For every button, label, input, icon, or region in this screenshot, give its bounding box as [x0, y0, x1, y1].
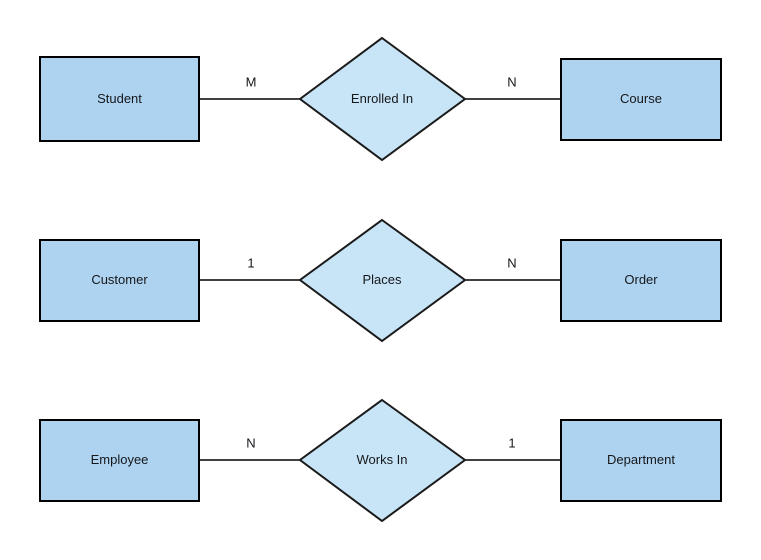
entity-label-order: Order: [624, 272, 658, 287]
entity-label-employee: Employee: [91, 452, 149, 467]
cardinality-label-course-side: N: [507, 74, 516, 89]
relationship-diamond-works-in[interactable]: [298, 398, 467, 523]
entity-box-employee[interactable]: [39, 419, 200, 502]
relationship-label-places: Places: [362, 272, 402, 287]
entity-label-customer: Customer: [91, 272, 148, 287]
relationship-group-enrolled-in: Student Enrolled In Course M N: [39, 36, 722, 162]
cardinality-label-student-side: M: [246, 74, 257, 89]
entity-box-order[interactable]: [560, 239, 722, 322]
relationship-diamond-enrolled-in[interactable]: [298, 36, 467, 162]
cardinality-label-customer-side: 1: [247, 255, 254, 270]
entity-label-department: Department: [607, 452, 675, 467]
entity-label-course: Course: [620, 91, 662, 106]
entity-box-customer[interactable]: [39, 239, 200, 322]
relationship-group-works-in: Employee Works In Department N 1: [39, 398, 722, 523]
relationship-diamond-places[interactable]: [298, 218, 467, 343]
cardinality-label-order-side: N: [507, 255, 516, 270]
cardinality-label-department-side: 1: [508, 435, 515, 450]
relationship-group-places: Customer Places Order 1 N: [39, 218, 722, 343]
relationship-label-works-in: Works In: [356, 452, 407, 467]
cardinality-label-employee-side: N: [246, 435, 255, 450]
relationship-label-enrolled-in: Enrolled In: [351, 91, 413, 106]
entity-label-student: Student: [97, 91, 142, 106]
entity-box-course[interactable]: [560, 58, 722, 141]
entity-box-student[interactable]: [39, 56, 200, 142]
entity-box-department[interactable]: [560, 419, 722, 502]
